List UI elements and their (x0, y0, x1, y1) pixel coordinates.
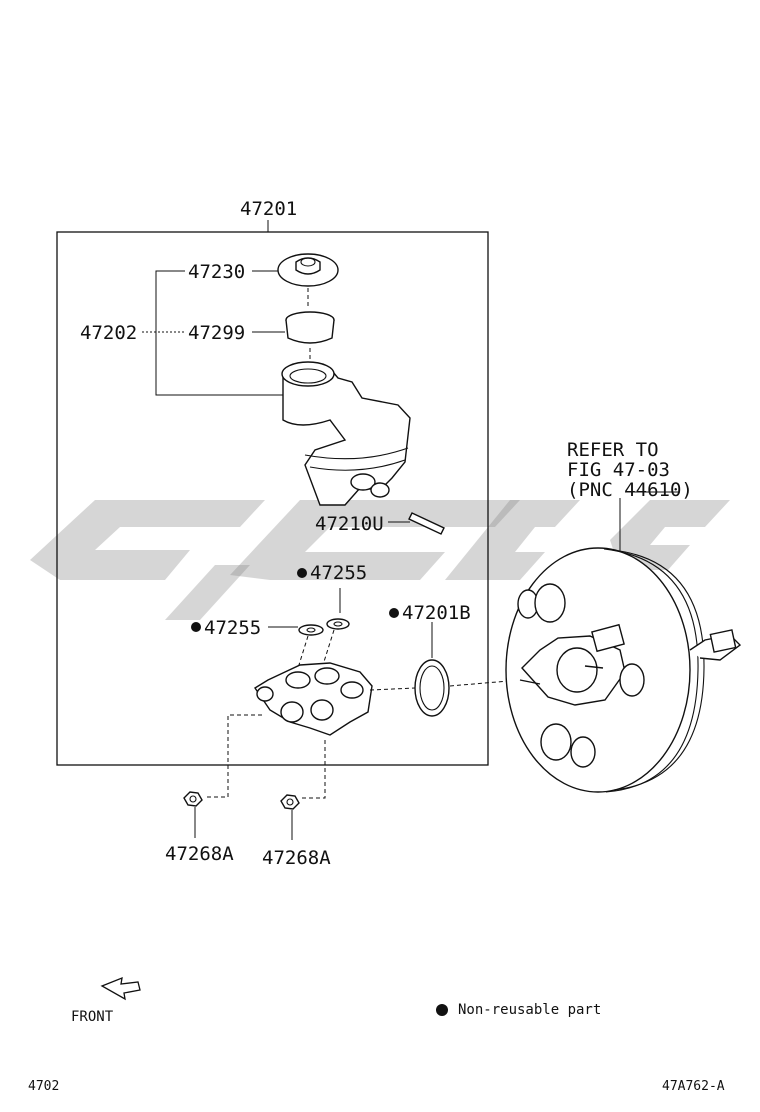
label-strainer: 47299 (188, 322, 245, 344)
master-cylinder (254, 662, 373, 736)
assembly-frame (56, 231, 489, 766)
reservoir-strainer (285, 311, 335, 362)
label-pin: 47210U (315, 513, 384, 535)
reservoir-cap (277, 253, 339, 308)
reference-line-3: (PNC 44610) (567, 479, 693, 501)
gasket (414, 622, 450, 717)
front-label: FRONT (71, 1009, 114, 1025)
reservoir-tank (281, 361, 411, 506)
non-reusable-mark-upper (297, 568, 307, 578)
footer-left: 4702 (28, 1079, 59, 1094)
label-nut-left: 47268A (165, 843, 234, 865)
non-reusable-mark-lower (191, 622, 201, 632)
label-nut-right: 47268A (262, 847, 331, 869)
grommet-lower (268, 624, 324, 669)
reference-line-1: REFER TO (567, 439, 659, 461)
reference-line-2: FIG 47-03 (567, 459, 670, 481)
label-gasket: 47201B (402, 602, 471, 624)
label-assembly: 47201 (240, 198, 297, 220)
non-reusable-mark-gasket (389, 608, 399, 618)
legend-symbol (436, 1004, 448, 1016)
brake-booster (505, 491, 742, 793)
label-reservoir-sub: 47202 (80, 322, 137, 344)
label-cap: 47230 (188, 261, 245, 283)
watermark-logo (30, 500, 730, 620)
front-arrow-icon (100, 976, 141, 1001)
grommet-upper (321, 588, 350, 669)
label-grommet-lower: 47255 (204, 617, 261, 639)
reservoir-bracket (142, 270, 285, 396)
pin (388, 512, 445, 535)
label-grommet-upper: 47255 (310, 562, 367, 584)
footer-right: 47A762-A (662, 1079, 725, 1094)
legend-text: Non-reusable part (458, 1002, 601, 1018)
nut-right (280, 794, 300, 840)
nut-left (183, 791, 203, 838)
